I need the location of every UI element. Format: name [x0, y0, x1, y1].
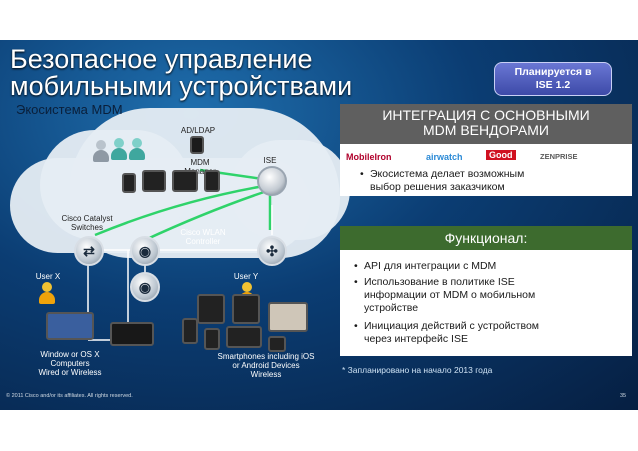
badge-line-1: Планируется в [514, 66, 592, 78]
functional-bullet-3: Инициация действий с устройством через и… [354, 320, 540, 346]
phone-icon [268, 336, 286, 352]
laptop-icon [110, 322, 154, 346]
switches-label-line: Cisco Catalyst [61, 214, 113, 223]
user-icon [128, 138, 146, 160]
planned-badge: Планируется в ISE 1.2 [494, 62, 612, 96]
user-y-label: User Y [233, 272, 259, 281]
phone-icon [204, 170, 220, 192]
mobileiron-logo: MobileIron [346, 152, 392, 162]
bullet-line: устройстве [364, 302, 419, 314]
title-line-1: Безопасное управление [10, 44, 313, 74]
integration-heading: ИНТЕГРАЦИЯ С ОСНОВНЫМИ MDM ВЕНДОРАМИ [340, 108, 632, 138]
functional-heading: Функционал: [444, 230, 528, 246]
cloud-shape [230, 140, 350, 240]
integration-heading-line: MDM ВЕНДОРАМИ [423, 122, 549, 138]
functional-bullet-1: API для интеграции с MDM [354, 260, 497, 273]
server-icon [190, 136, 204, 154]
bullet-line: API для интеграции с MDM [364, 260, 497, 272]
zenprise-logo: ZENPRISE [540, 152, 578, 161]
phone-icon [122, 173, 136, 193]
tablet-icon [226, 326, 262, 348]
tablet-icon [142, 170, 166, 192]
laptop-icon [46, 312, 94, 340]
phone-icon [182, 318, 198, 344]
subtitle: Экосистема MDM [16, 102, 123, 117]
mdm-label-line: MDM [190, 158, 210, 167]
slide-title: Безопасное управление мобильными устройс… [10, 46, 352, 100]
user-icon [92, 140, 110, 162]
mdm-manager-label: MDM Manager [178, 158, 222, 176]
phones-label-line: or Android Devices [232, 361, 300, 370]
good-logo: Good [486, 150, 516, 160]
integration-text: Экосистема делает возможным выбор решени… [360, 168, 525, 194]
phones-label-line: Wireless [250, 370, 282, 379]
computers-label: Window or OS X Computers Wired or Wirele… [20, 350, 120, 377]
wireless-ap-icon: ◉ [130, 272, 160, 302]
phones-label-line: Smartphones including iOS [217, 352, 315, 361]
bullet-line: информации от MDM о мобильном [364, 289, 536, 301]
user-icon [110, 138, 128, 160]
switch-icon: ⇄ [74, 236, 104, 266]
user-x-icon [38, 282, 56, 304]
wlan-label-line: Controller [185, 237, 221, 246]
computers-label-line: Wired or Wireless [38, 368, 102, 377]
wlan-label-line: Cisco WLAN [180, 228, 226, 237]
integration-text-line: Экосистема делает возможным [370, 168, 525, 180]
tablet-icon [232, 294, 260, 324]
footnote: * Запланировано на начало 2013 года [342, 365, 493, 375]
computers-label-line: Computers [50, 359, 90, 368]
integration-text-line: выбор решения заказчиком [370, 181, 505, 193]
wireless-ap-icon: ◉ [130, 236, 160, 266]
mdm-label-line: Manager [184, 167, 216, 176]
ise-label: ISE [263, 156, 277, 165]
airwatch-logo: airwatch [426, 152, 463, 162]
switches-label-line: Switches [70, 223, 103, 232]
page-number: 35 [620, 393, 627, 399]
title-line-2: мобильными устройствами [10, 71, 353, 101]
computers-label-line: Window or OS X [40, 350, 100, 359]
ad-ldap-label: AD/LDAP [180, 126, 216, 135]
bullet-line: Использование в политике ISE [364, 276, 515, 288]
tablet-icon [172, 170, 198, 192]
ise-appliance-icon [257, 166, 287, 196]
tablet-icon [197, 294, 225, 324]
functional-header [340, 226, 632, 250]
phone-icon [204, 328, 220, 350]
switches-label: Cisco Catalyst Switches [52, 214, 122, 232]
bullet-line: через интерфейс ISE [364, 333, 468, 345]
user-x-label: User X [35, 272, 61, 281]
smartphones-label: Smartphones including iOS or Android Dev… [206, 352, 326, 379]
slide: Безопасное управление мобильными устройс… [0, 40, 638, 410]
wlan-controller-label: Cisco WLAN Controller [172, 228, 234, 246]
integration-heading-line: ИНТЕГРАЦИЯ С ОСНОВНЫМИ [382, 107, 590, 123]
router-icon: ✣ [257, 236, 287, 266]
copyright: © 2011 Cisco and/or its affiliates. All … [6, 393, 133, 399]
badge-line-2: ISE 1.2 [535, 79, 571, 91]
functional-bullet-2: Использование в политике ISE информации … [354, 276, 536, 315]
tablet-icon [268, 302, 308, 332]
bullet-line: Инициация действий с устройством [364, 320, 540, 332]
